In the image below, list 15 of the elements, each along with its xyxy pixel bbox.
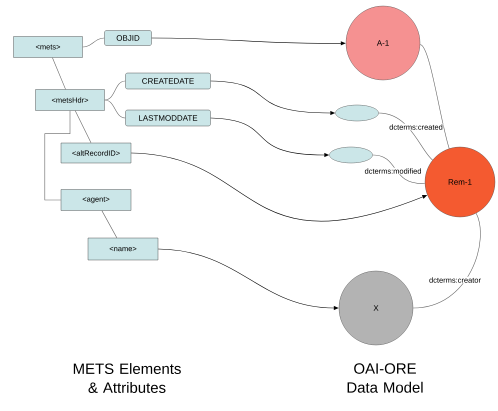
tree-line	[44, 110, 70, 200]
tree-line	[82, 38, 105, 48]
relation-line	[412, 212, 481, 308]
relation-line	[372, 154, 426, 184]
caption: METS Elements & Attributes	[74, 363, 181, 393]
relation-line	[420, 44, 450, 149]
blank-node-ellipse	[329, 146, 373, 164]
tree-line	[74, 110, 92, 144]
relation-line	[378, 112, 433, 160]
tree-line	[104, 80, 126, 100]
tree-line	[52, 57, 66, 90]
tree-line	[104, 100, 126, 118]
caption: OAI-ORE Data Model	[348, 363, 423, 393]
tree-line	[102, 210, 118, 238]
blank-node-ellipse	[335, 104, 379, 122]
